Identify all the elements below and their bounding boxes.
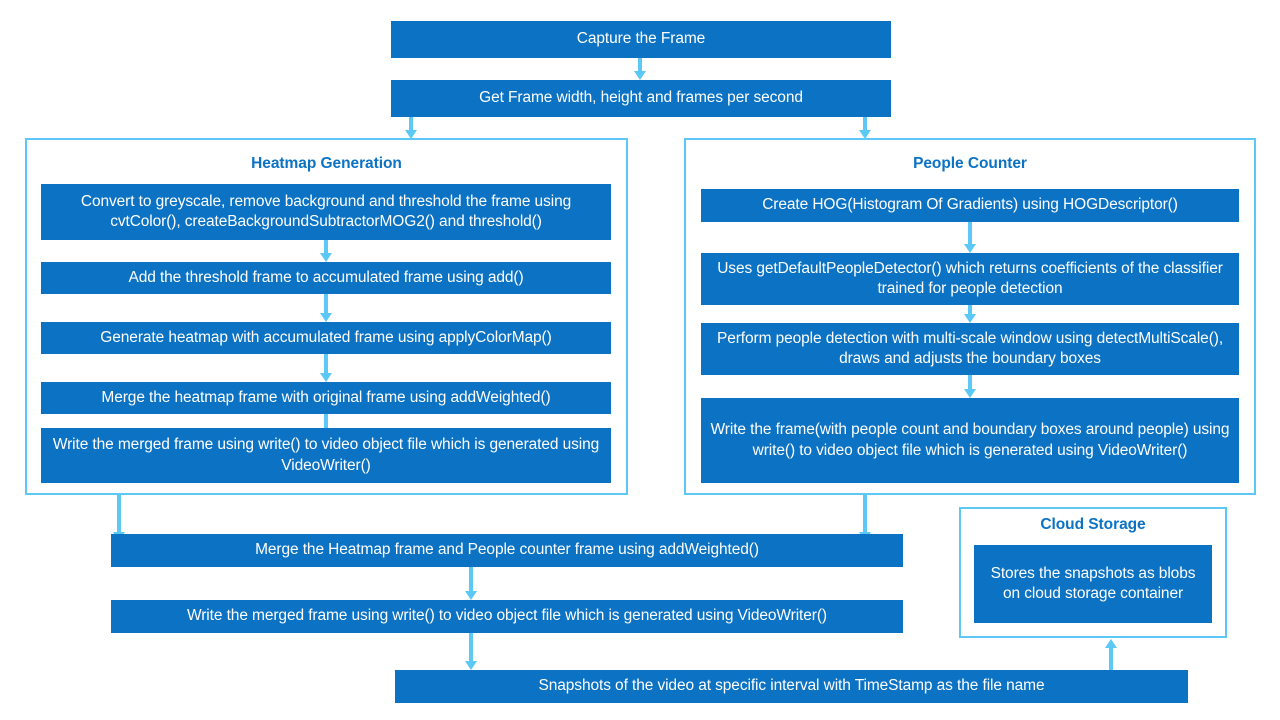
- node-capture-the-frame: Capture the Frame: [391, 21, 891, 58]
- node-add-threshold-to-accumulated: Add the threshold frame to accumulated f…: [41, 262, 611, 294]
- node-label: Generate heatmap with accumulated frame …: [100, 328, 552, 346]
- node-label: Perform people detection with multi-scal…: [716, 329, 1224, 367]
- arrow-capture-to-frameprops: [633, 58, 647, 80]
- node-label: Add the threshold frame to accumulated f…: [128, 268, 524, 286]
- node-label: Capture the Frame: [576, 30, 706, 48]
- node-write-merged-frame-final: Write the merged frame using write() to …: [111, 600, 903, 633]
- arrow-detector-to-multiscale: [963, 305, 977, 323]
- node-detect-multi-scale: Perform people detection with multi-scal…: [701, 323, 1239, 375]
- arrow-snapshots-to-cloud-storage: [1104, 639, 1118, 670]
- node-label: Get Frame width, height and frames per s…: [479, 89, 803, 107]
- node-label: Stores the snapshots as blobs on cloud s…: [990, 564, 1196, 602]
- arrow-frameprops-to-heatmap-group: [404, 117, 418, 139]
- node-store-snapshots-as-blobs: Stores the snapshots as blobs on cloud s…: [974, 545, 1212, 623]
- node-merge-heatmap-with-original: Merge the heatmap frame with original fr…: [41, 382, 611, 414]
- node-write-merged-frame-heatmap: Write the merged frame using write() to …: [41, 428, 611, 483]
- node-label: Snapshots of the video at specific inter…: [538, 677, 1045, 695]
- node-snapshots-with-timestamp: Snapshots of the video at specific inter…: [395, 670, 1188, 703]
- arrow-multiscale-to-write: [963, 375, 977, 398]
- node-get-frame-properties: Get Frame width, height and frames per s…: [391, 80, 891, 117]
- node-write-frame-people-count: Write the frame(with people count and bo…: [701, 398, 1239, 483]
- node-label: Write the merged frame using write() to …: [52, 436, 600, 474]
- node-label: Merge the Heatmap frame and People count…: [255, 541, 759, 559]
- node-merge-heatmap-and-people: Merge the Heatmap frame and People count…: [111, 534, 903, 567]
- node-label: Create HOG(Histogram Of Gradients) using…: [762, 196, 1178, 214]
- node-generate-heatmap-applycolormap: Generate heatmap with accumulated frame …: [41, 322, 611, 354]
- group-title-cloud-storage: Cloud Storage: [1040, 516, 1146, 533]
- node-label: Merge the heatmap frame with original fr…: [101, 388, 551, 406]
- node-label: Write the frame(with people count and bo…: [710, 421, 1230, 459]
- arrow-merge-to-write-final: [464, 567, 478, 600]
- arrow-convert-to-add: [319, 240, 333, 262]
- arrow-generate-to-merge: [319, 354, 333, 382]
- arrow-frameprops-to-people-group: [858, 117, 872, 139]
- connector-heatmap-group-vertical: [117, 495, 121, 535]
- node-label: Write the merged frame using write() to …: [187, 607, 827, 625]
- arrow-hog-to-detector: [963, 222, 977, 253]
- node-get-default-people-detector: Uses getDefaultPeopleDetector() which re…: [701, 253, 1239, 305]
- group-title-people-counter: People Counter: [913, 155, 1027, 172]
- node-convert-greyscale-threshold: Convert to greyscale, remove background …: [41, 184, 611, 240]
- arrow-add-to-generate: [319, 294, 333, 322]
- node-create-hog-descriptor: Create HOG(Histogram Of Gradients) using…: [701, 189, 1239, 222]
- group-title-heatmap-generation: Heatmap Generation: [251, 155, 402, 172]
- node-label: Uses getDefaultPeopleDetector() which re…: [717, 259, 1223, 297]
- node-label: Convert to greyscale, remove background …: [80, 192, 572, 230]
- arrow-write-final-to-snapshots: [464, 633, 478, 670]
